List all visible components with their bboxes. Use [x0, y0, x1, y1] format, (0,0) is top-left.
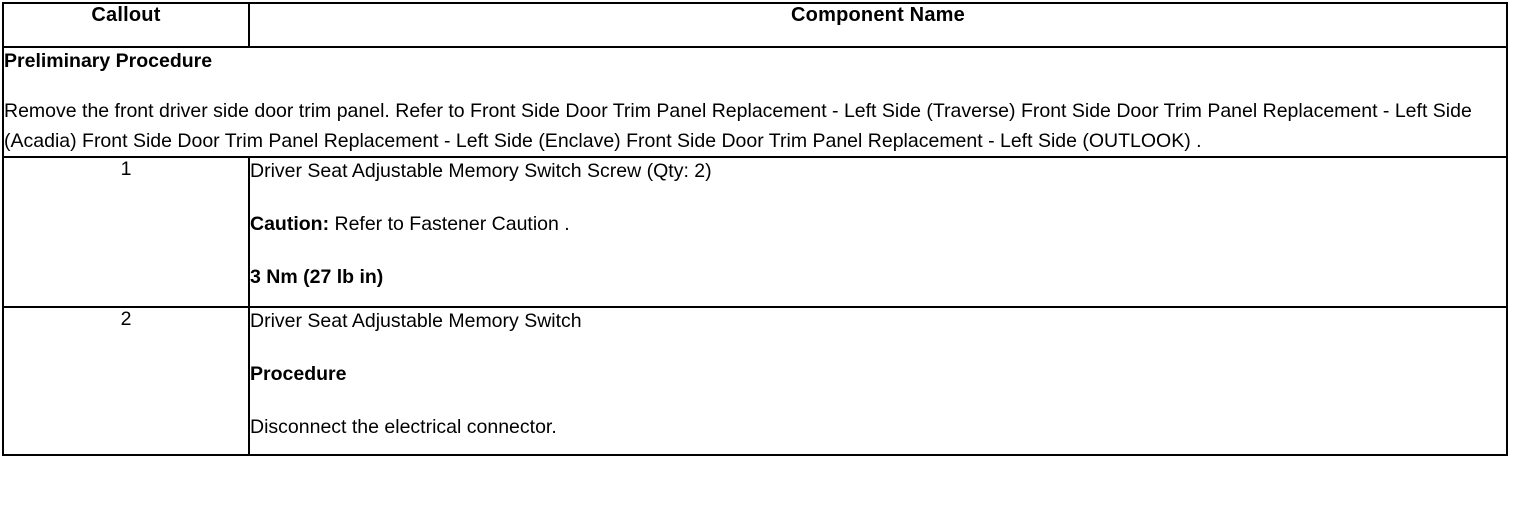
- torque-spec: 3 Nm (27 lb in): [250, 266, 384, 288]
- caution-note: Caution: Refer to Fastener Caution .: [250, 211, 1506, 264]
- component-callout-table: Callout Component Name Preliminary Proce…: [2, 2, 1508, 456]
- table-header-row: Callout Component Name: [2, 2, 1508, 48]
- procedure-step-text: Disconnect the electrical connector.: [250, 416, 557, 438]
- preliminary-procedure-body: Remove the front driver side door trim p…: [4, 100, 1472, 152]
- procedure-label: Procedure: [250, 363, 347, 385]
- column-header-component-name: Component Name: [248, 2, 1508, 48]
- preliminary-procedure-cell: Preliminary Procedure Remove the front d…: [2, 46, 1508, 158]
- component-name-text: Driver Seat Adjustable Memory Switch Scr…: [250, 160, 712, 182]
- callout-number-2: 2: [2, 306, 250, 456]
- caution-text: Refer to Fastener Caution .: [329, 213, 570, 235]
- caution-label: Caution:: [250, 213, 330, 235]
- table-row: 2 Driver Seat Adjustable Memory Switch P…: [2, 306, 1508, 456]
- table-row: 1 Driver Seat Adjustable Memory Switch S…: [2, 156, 1508, 308]
- component-cell-1: Driver Seat Adjustable Memory Switch Scr…: [248, 156, 1508, 308]
- preliminary-procedure-title: Preliminary Procedure: [4, 50, 213, 72]
- callout-number-1: 1: [2, 156, 250, 308]
- component-cell-2: Driver Seat Adjustable Memory Switch Pro…: [248, 306, 1508, 456]
- component-name-text: Driver Seat Adjustable Memory Switch: [250, 310, 582, 332]
- column-header-callout: Callout: [2, 2, 250, 48]
- preliminary-procedure-row: Preliminary Procedure Remove the front d…: [2, 46, 1508, 158]
